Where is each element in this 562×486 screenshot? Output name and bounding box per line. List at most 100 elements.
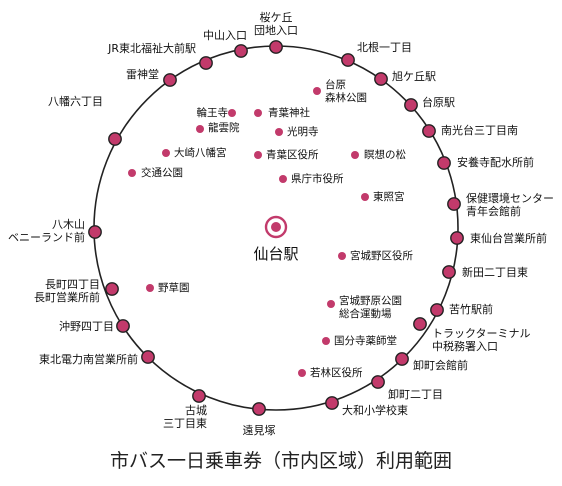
bus-stop-marker [88,225,102,239]
bus-stop-label-line: 沖野四丁目 [59,320,114,333]
bus-stop-label: 東仙台営業所前 [470,231,547,245]
poi: 龍雲院 [196,121,240,134]
poi: 台原森林公園 [313,78,367,104]
poi: 瞑想の松 [351,148,406,161]
poi: 交通公園 [128,166,183,179]
bus-stop: 卸町二丁目 [371,375,443,401]
bus-stop-marker [447,197,461,211]
map-caption: 市バス一日乗車券（市内区域）利用範囲 [109,450,452,472]
bus-stop-marker [422,124,436,138]
bus-stop: 苦竹駅前 [430,302,493,317]
bus-stop-label: 卸町二丁目 [388,387,443,401]
bus-stop: 保健環境センター青年会館前 [447,191,554,218]
bus-stop-label-line: 保健環境センター [466,191,554,205]
bus-stop-label: 大和小学校東 [342,403,408,417]
poi: 青葉神社 [254,106,310,119]
bus-stop-label-line: 桜ケ丘 [260,10,293,24]
bus-stop-label-line: 青年会館前 [466,204,521,218]
bus-stop-label-line: 団地入口 [254,24,298,37]
bus-stop: 東仙台営業所前 [450,231,547,245]
poi: 県庁市役所 [279,172,344,185]
bus-stop: 北根一丁目 [341,40,412,67]
poi-label-line: 総合運動場 [339,307,392,320]
poi-label: 野草園 [158,282,190,294]
bus-stop-marker [192,389,206,403]
poi-marker [275,128,283,136]
bus-stop-marker [341,53,355,67]
poi-marker [254,109,262,117]
bus-stop-marker [450,231,464,245]
bus-stop-label: 東北電力南営業所前 [39,352,138,366]
poi: 若林区役所 [298,366,363,379]
poi: 東照宮 [361,190,405,203]
bus-stop-label: 沖野四丁目 [59,320,114,333]
bus-stop-label-line: JR東北福祉大前駅 [107,41,196,55]
poi: 大崎八幡宮 [162,146,227,159]
poi: 光明寺 [275,125,319,138]
bus-stop-label: 新田二丁目東 [462,265,528,279]
bus-stop-marker [108,132,122,146]
center-station-outer-ring [264,215,288,239]
poi-label-line: 台原 [325,78,346,91]
bus-stop-label-line: 古城 [185,404,207,417]
bus-stop-label-line: 卸町会館前 [413,358,468,372]
bus-stop: 大和小学校東 [325,396,408,417]
poi-marker [313,87,321,95]
poi-label-line: 国分寺薬師堂 [334,334,397,347]
bus-stop-label-line: 東仙台営業所前 [470,231,547,245]
poi-marker [361,193,369,201]
bus-stop-label: 苦竹駅前 [449,302,493,316]
poi-label: 青葉神社 [268,106,310,119]
poi-label-line: 光明寺 [287,125,319,138]
bus-stop: 長町四丁目長町営業所前 [34,278,119,304]
bus-stop-marker [141,350,155,364]
poi-label: 青葉区役所 [266,148,319,161]
bus-stop-label-line: 大和小学校東 [342,403,408,417]
poi-marker [228,109,236,117]
poi-label-line: 龍雲院 [208,121,240,134]
poi-label-line: 輪王寺 [197,106,229,119]
bus-stop: 卸町会館前 [395,352,468,372]
poi-label: 東照宮 [373,190,405,203]
poi-marker [327,300,335,308]
bus-stop-label-line: 卸町二丁目 [388,387,443,401]
poi-marker [162,149,170,157]
bus-stop-marker [199,56,213,70]
bus-stop-label-line: 長町営業所前 [34,290,100,304]
bus-stop-label-line: 台原駅 [422,95,455,109]
bus-stop-label-line: 雷神堂 [126,67,159,81]
bus-stop: 古城三丁目東 [163,389,207,430]
poi-label: 若林区役所 [310,366,363,379]
bus-stop: 旭ケ丘駅 [374,69,436,86]
center-station: 仙台駅 [253,215,299,263]
bus-stop: 桜ケ丘団地入口 [254,10,298,54]
bus-stop: JR東北福祉大前駅 [107,41,213,70]
bus-stop-label: 台原駅 [422,95,455,109]
poi-label-line: 瞑想の松 [364,148,406,161]
poi-label: 龍雲院 [208,121,240,134]
poi-label-line: 若林区役所 [310,366,363,379]
bus-stop: 中山入口 [203,29,248,58]
bus-stop-label-line: 三丁目東 [163,417,207,430]
bus-stop-label-line: ベニーランド前 [8,230,85,244]
poi-marker [279,175,287,183]
bus-stop-marker [413,317,427,331]
poi-label: 大崎八幡宮 [174,146,227,159]
bus-stop-label-line: 新田二丁目東 [462,265,528,279]
poi-label-line: 大崎八幡宮 [174,146,227,159]
bus-stop-label: 旭ケ丘駅 [392,69,436,83]
bus-stop-marker [371,375,385,389]
bus-stop-marker [163,73,177,87]
bus-stop: 雷神堂 [126,67,177,87]
bus-stop-marker [325,396,339,410]
poi-marker [351,151,359,159]
bus-stop-label-line: 中山入口 [203,29,247,42]
poi-label: 台原森林公園 [325,78,367,104]
bus-stop: トラックターミナル中税務署入口 [413,317,531,353]
center-station-label: 仙台駅 [253,245,298,263]
bus-stop-label: 古城三丁目東 [163,404,207,430]
bus-stop-label: JR東北福祉大前駅 [107,41,196,55]
poi-label: 県庁市役所 [291,172,344,185]
